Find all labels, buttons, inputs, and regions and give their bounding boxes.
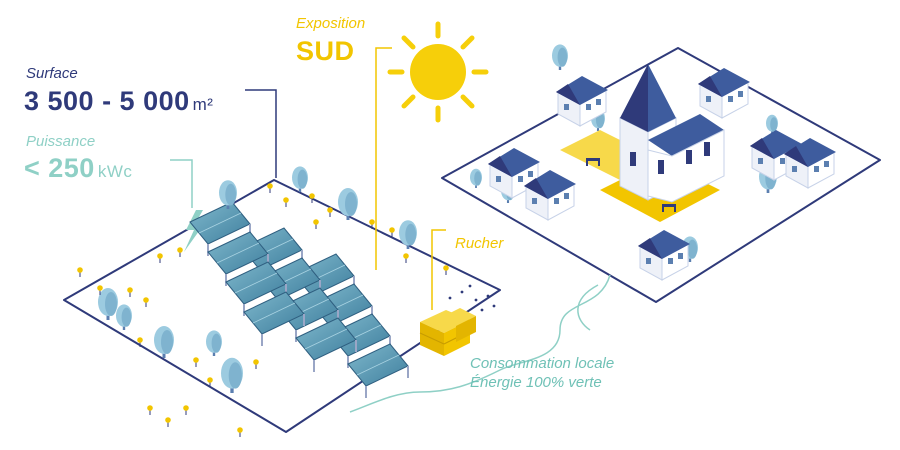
tree-icon: [154, 326, 174, 358]
house-icon: [488, 148, 540, 199]
puissance-connector: [170, 159, 193, 208]
tree-icon: [470, 168, 482, 188]
flower-icon: [267, 183, 273, 193]
solar-panel-icon: [225, 261, 287, 316]
tree-icon: [116, 304, 132, 330]
flower-icon: [253, 359, 259, 369]
flower-icon: [283, 197, 289, 207]
surface-unit: m²: [192, 95, 214, 114]
beehive-icon: [419, 284, 496, 356]
flower-icon: [207, 377, 213, 387]
flower-icon: [183, 405, 189, 415]
puissance-label: Puissance: [26, 133, 96, 150]
flower-icon: [327, 207, 333, 217]
flower-icon: [309, 193, 315, 203]
tree-icon: [221, 357, 243, 393]
flower-icon: [313, 219, 319, 229]
tree-icon: [98, 288, 118, 320]
tree-icon: [766, 114, 778, 134]
puissance-value: < 250: [24, 153, 95, 183]
exposition-label: Exposition: [296, 15, 366, 32]
flower-icon: [369, 219, 375, 229]
benefits-line-2: Énergie 100% verte: [470, 374, 602, 391]
houses: [488, 68, 836, 281]
tree-icon: [206, 330, 222, 356]
flower-icon: [137, 337, 143, 347]
solar-panel-icon: [243, 291, 305, 346]
flowers: [77, 183, 449, 437]
benefits-line-1: Consommation locale: [470, 355, 615, 372]
house-icon: [784, 138, 836, 189]
surface-value: 3 500 - 5 000: [24, 86, 190, 116]
flower-icon: [237, 427, 243, 437]
solar-panel-icon: [347, 343, 409, 398]
church-icon: [618, 64, 725, 203]
tree-icon: [219, 180, 237, 209]
solar-panels: [189, 201, 409, 398]
tree-icon: [399, 220, 417, 249]
house-icon: [556, 76, 608, 127]
flower-icon: [143, 297, 149, 307]
house-icon: [524, 170, 576, 221]
surface-label: Surface: [26, 65, 78, 82]
sun-icon: [387, 21, 489, 123]
rucher-label: Rucher: [455, 235, 504, 252]
solar-panel-icon: [207, 231, 269, 286]
tree-icon: [552, 44, 568, 70]
exposition-connector: [375, 47, 392, 270]
house-icon: [638, 230, 690, 281]
flower-icon: [97, 285, 103, 295]
flower-icon: [147, 405, 153, 415]
village-benefits-connector: [577, 284, 599, 331]
tree-icon: [338, 188, 358, 220]
flower-icon: [193, 357, 199, 367]
flower-icon: [127, 287, 133, 297]
puissance-unit: kWc: [97, 162, 133, 181]
flower-icon: [157, 253, 163, 263]
bench-icon: [586, 158, 676, 212]
surface-connector: [245, 89, 277, 178]
flower-icon: [443, 265, 449, 275]
exposition-value: SUD: [296, 36, 355, 66]
tree-icon: [292, 166, 308, 192]
flower-icon: [77, 267, 83, 277]
flower-icon: [177, 247, 183, 257]
flower-icon: [165, 417, 171, 427]
house-icon: [698, 68, 750, 119]
flower-icon: [403, 253, 409, 263]
lightning-icon: [184, 210, 204, 252]
rucher-connector: [431, 229, 446, 310]
benefits-connector: [349, 274, 611, 413]
solar-panel-icon: [295, 317, 357, 372]
flower-icon: [389, 227, 395, 237]
